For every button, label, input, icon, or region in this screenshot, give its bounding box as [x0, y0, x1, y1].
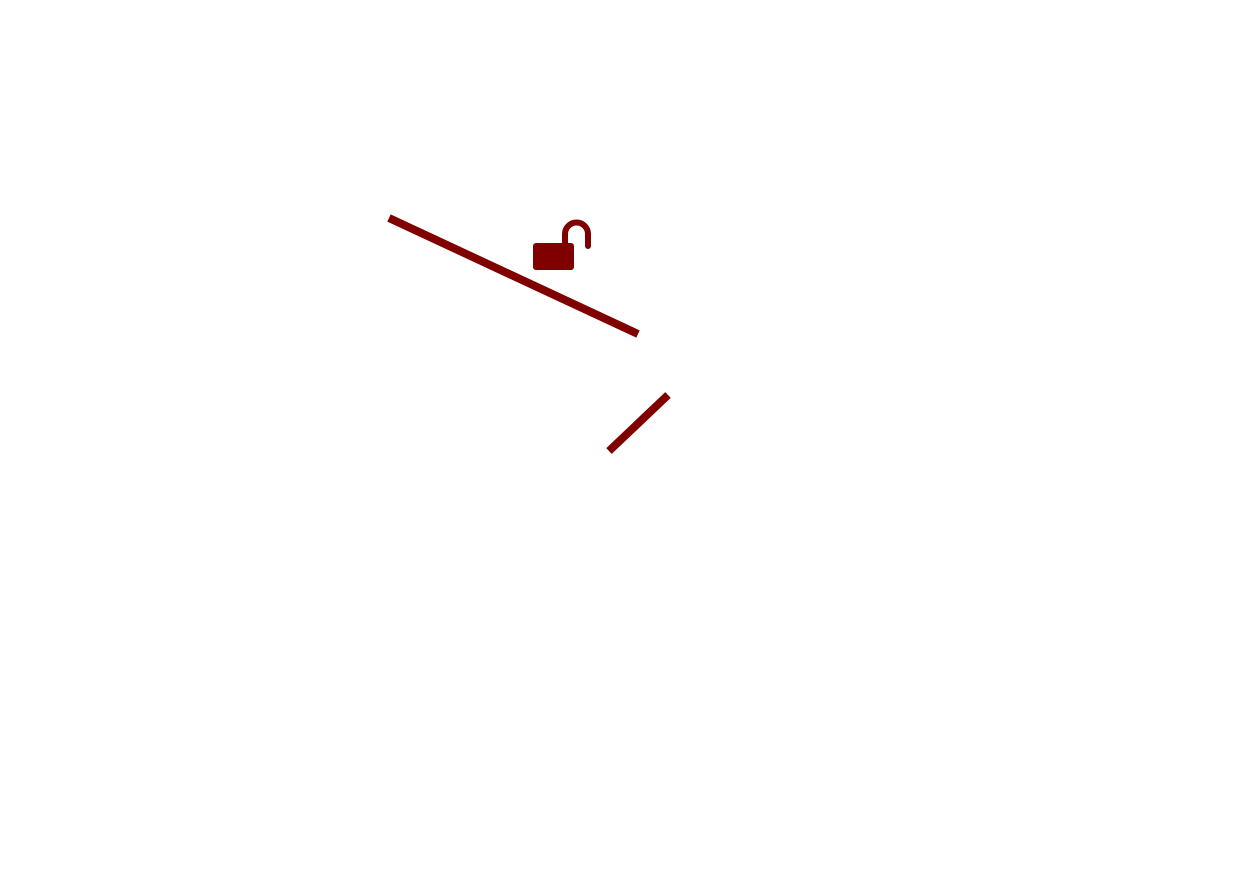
long-diagonal-line: [387, 214, 640, 338]
padlock-body: [533, 243, 574, 270]
padlock-shackle: [562, 219, 591, 249]
short-diagonal-line: [606, 392, 671, 454]
unlocked-padlock-icon: [533, 219, 591, 270]
